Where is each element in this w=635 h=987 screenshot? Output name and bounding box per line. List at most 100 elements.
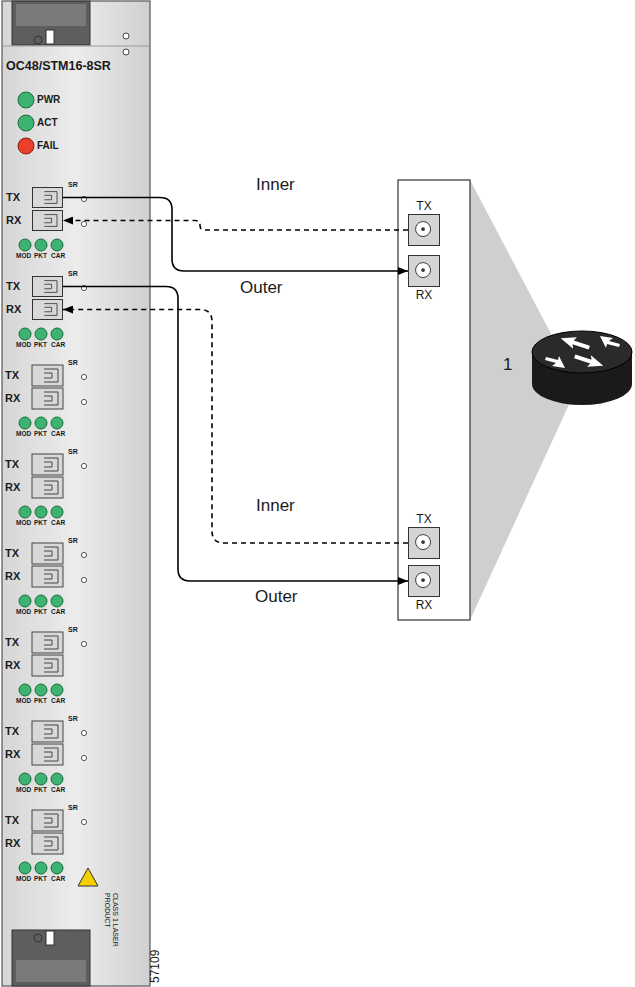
connector-ring: [416, 573, 431, 588]
screw-hole: [123, 33, 129, 39]
panel-divider: [2, 46, 150, 47]
port-led: [35, 239, 47, 251]
port-jack: [32, 454, 63, 475]
led-label: MOD: [16, 430, 31, 437]
port-jack-drawing: [409, 566, 439, 596]
port-hole: [81, 463, 86, 468]
port-hole: [81, 577, 86, 582]
port-led: [51, 862, 63, 874]
ejector-handle: [12, 1, 90, 45]
led-label: MOD: [16, 608, 31, 615]
port-led: [51, 773, 63, 785]
port-led: [19, 239, 31, 251]
led-label: MOD: [16, 875, 31, 882]
port-led: [19, 506, 31, 518]
led-label: CAR: [51, 697, 65, 704]
card-port: RX: [32, 299, 63, 320]
optics-type: SR: [68, 270, 78, 278]
optics-type: SR: [68, 448, 78, 456]
port-hole: [81, 819, 86, 824]
port-label: RX: [5, 748, 20, 760]
card-faceplate: [2, 1, 150, 986]
card-name: OC48/STM16-8SR: [6, 60, 111, 74]
port-led: [35, 328, 47, 340]
fail-led: [18, 138, 34, 154]
jack-latch: [44, 659, 58, 672]
port-led: [51, 506, 63, 518]
led-label: MOD: [16, 697, 31, 704]
port-jack-drawing: [409, 528, 439, 558]
port-led: [35, 506, 47, 518]
port-led: [51, 239, 63, 251]
port-led: [19, 862, 31, 874]
jack-latch: [44, 369, 58, 382]
port-led: [19, 773, 31, 785]
router-port-panel: [398, 180, 470, 620]
port-hole: [81, 399, 86, 404]
jack-latch: [44, 636, 58, 649]
router-arrow: [600, 336, 620, 348]
jack-latch: [44, 725, 58, 738]
led-label: CAR: [51, 430, 65, 437]
port-label: RX: [5, 837, 20, 849]
port-jack: [32, 632, 63, 653]
port-hole: [81, 552, 86, 557]
card-port: TX: [32, 276, 63, 297]
port-hole: [81, 221, 86, 226]
callout-number: 1: [503, 356, 512, 375]
port-label: TX: [5, 725, 19, 737]
ejector-handle: [12, 930, 90, 986]
latch-pin: [34, 36, 42, 44]
led-label: PKT: [34, 519, 47, 526]
latch-slot: [46, 931, 54, 945]
cable-label: Outer: [238, 279, 285, 298]
port-led: [35, 862, 47, 874]
fiber-cable-outer: [63, 287, 408, 582]
jack-latch: [44, 392, 58, 405]
cable-label: Inner: [254, 497, 297, 516]
led-label: CAR: [51, 519, 65, 526]
port-label: RX: [5, 570, 20, 582]
connector-ring: [416, 263, 431, 278]
jack-latch: [44, 570, 58, 583]
port-jack-drawing: [409, 215, 439, 245]
jack-latch: [44, 748, 58, 761]
fiber-cable-inner: [63, 310, 408, 544]
connector-core: [421, 227, 425, 231]
port-led: [35, 417, 47, 429]
router-arrow: [559, 333, 591, 354]
optics-type: SR: [68, 537, 78, 545]
jack-latch: [44, 215, 57, 227]
laser-class-label: CLASS 1 LASER PRODUCT: [104, 893, 119, 951]
led-label: PKT: [34, 697, 47, 704]
port-label: TX: [5, 547, 19, 559]
port-hole: [81, 374, 86, 379]
port-label: TX: [416, 200, 431, 213]
led-label: PKT: [34, 608, 47, 615]
led-label: CAR: [51, 875, 65, 882]
port-label: RX: [5, 481, 20, 493]
ejector-handle-face: [16, 4, 86, 26]
led-label: MOD: [16, 519, 31, 526]
router-arrow: [545, 356, 565, 368]
port-label: TX: [5, 814, 19, 826]
router-port: TX: [408, 527, 440, 559]
cable-label: Inner: [254, 176, 297, 195]
led-label: FAIL: [37, 140, 59, 151]
optics-type: SR: [68, 804, 78, 812]
port-label: TX: [6, 191, 20, 203]
port-label: RX: [5, 392, 20, 404]
port-led: [19, 684, 31, 696]
jack-latch: [44, 281, 57, 293]
jack-latch: [44, 814, 58, 827]
port-jack: [32, 810, 63, 831]
port-jack-drawing: [33, 300, 62, 319]
card-port: TX: [32, 187, 63, 208]
fiber-cable-inner: [63, 221, 408, 231]
router-arrow: [573, 351, 605, 372]
figure-number: 57109: [149, 950, 162, 983]
laser-warning-symbol: [78, 868, 98, 886]
jack-latch: [44, 481, 58, 494]
port-jack: [32, 744, 63, 765]
router-port: RX: [408, 255, 440, 287]
